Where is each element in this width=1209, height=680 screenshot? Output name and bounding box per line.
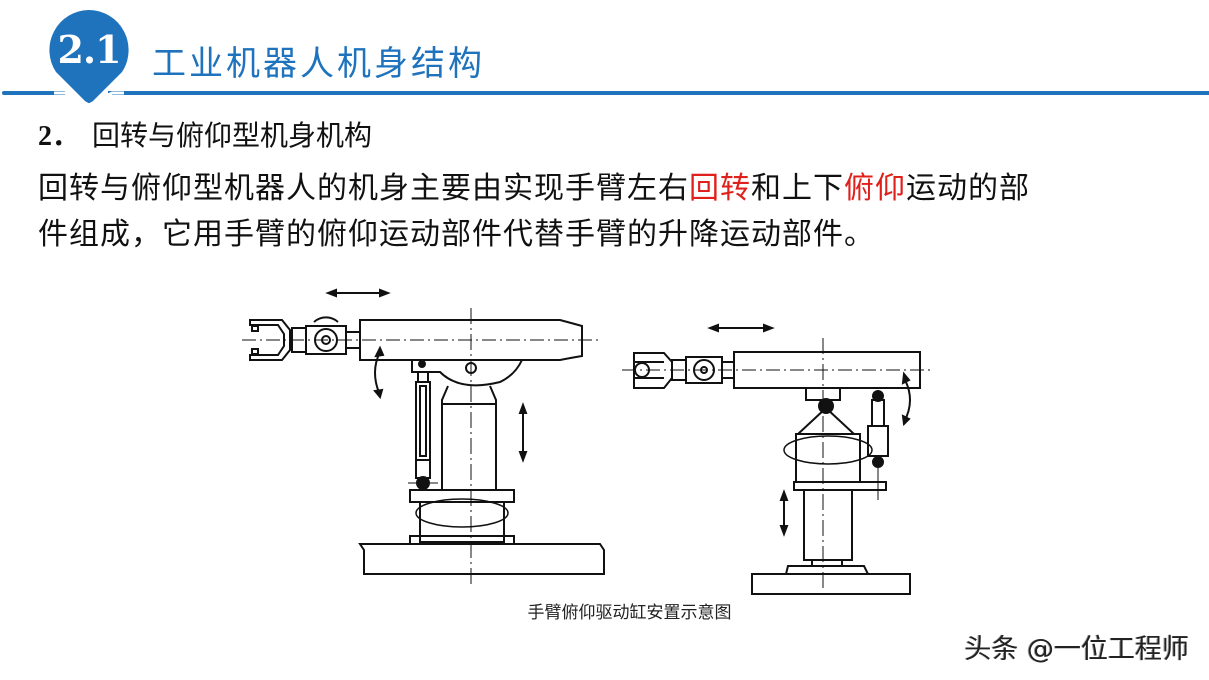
section-heading-number: 2．	[38, 121, 81, 152]
pitch-cylinder	[867, 390, 889, 500]
body-paragraph: 回转与俯仰型机器人的机身主要由实现手臂左右回转和上下俯仰运动的部 件组成，它用手…	[38, 166, 1158, 258]
body-text-segment: 和上下	[751, 171, 844, 206]
section-heading: 2． 回转与俯仰型机身机构	[38, 114, 372, 154]
body-text-segment: 回转与俯仰型机器人的机身主要由实现手臂左右	[38, 171, 689, 206]
right-arm-pitch-diagram	[622, 323, 932, 595]
figure-caption: 手臂俯仰驱动缸安置示意图	[527, 603, 732, 623]
page-title: 工业机器人机身结构	[152, 44, 485, 84]
horizontal-arrow-icon	[325, 288, 391, 298]
horizontal-arrow-icon	[707, 323, 775, 333]
section-heading-text: 回转与俯仰型机身机构	[92, 119, 373, 152]
header-rule-left	[2, 91, 66, 95]
body-line-2: 件组成，它用手臂的俯仰运动部件代替手臂的升降运动部件。	[38, 217, 875, 252]
header-rule-right	[108, 91, 1209, 95]
section-number: 2.1	[57, 27, 121, 72]
gripper-icon	[249, 319, 291, 361]
pitch-cylinder	[408, 371, 438, 490]
pitch-arrow-icon	[374, 351, 381, 396]
left-arm-pitch-diagram	[242, 288, 605, 585]
highlight-pitch: 俯仰	[844, 171, 906, 206]
vertical-arrow-icon	[779, 489, 789, 537]
highlight-rotation: 回转	[689, 171, 751, 206]
pitch-arrow-icon	[903, 377, 911, 423]
vertical-arrow-icon	[518, 402, 528, 463]
watermark: 头条 @一位工程师	[964, 634, 1189, 665]
body-line-1: 回转与俯仰型机器人的机身主要由实现手臂左右回转和上下俯仰运动的部	[38, 166, 1158, 212]
body-text-segment: 运动的部	[906, 171, 1030, 206]
section-pin-badge-icon	[49, 10, 129, 106]
